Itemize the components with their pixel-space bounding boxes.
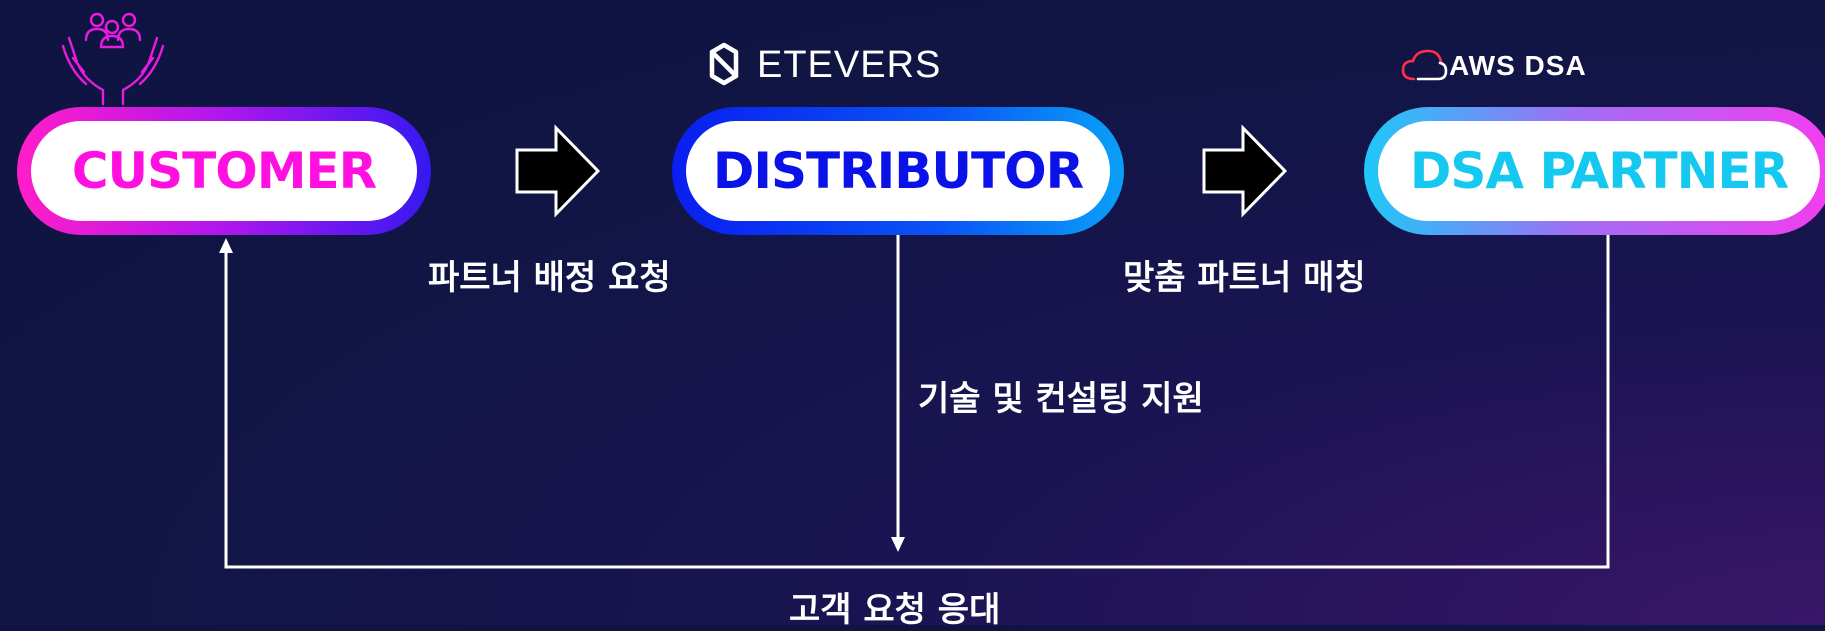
arrowhead-up xyxy=(219,238,233,253)
edge-label-custom-matching: 맞춤 파트너 매칭 xyxy=(1123,258,1366,298)
etevers-logo-icon xyxy=(709,42,739,86)
people-in-hands-icon xyxy=(61,12,165,106)
distributor-node: DISTRIBUTOR xyxy=(672,107,1124,235)
edge-label-tech-support: 기술 및 컨설팅 지원 xyxy=(918,379,1204,419)
cloud-logo-icon xyxy=(1401,49,1448,81)
edge-label-customer-response: 고객 요청 응대 xyxy=(789,590,1001,630)
arrow-customer-to-distributor xyxy=(515,124,601,218)
aws-dsa-logo-text: AWS DSA xyxy=(1449,50,1587,81)
etevers-logo-text: ETEVERS xyxy=(757,44,942,86)
line-feedback-loop xyxy=(224,235,1610,569)
arrowhead-down xyxy=(891,537,905,552)
customer-node: CUSTOMER xyxy=(17,107,431,235)
edge-label-partner-request: 파트너 배정 요청 xyxy=(428,258,671,298)
dsa-partner-node-label: DSA PARTNER xyxy=(1378,121,1820,221)
customer-node-label: CUSTOMER xyxy=(31,121,417,221)
dsa-partner-node: DSA PARTNER xyxy=(1364,107,1825,235)
arrow-distributor-to-partner xyxy=(1202,124,1288,218)
distributor-node-label: DISTRIBUTOR xyxy=(686,121,1110,221)
